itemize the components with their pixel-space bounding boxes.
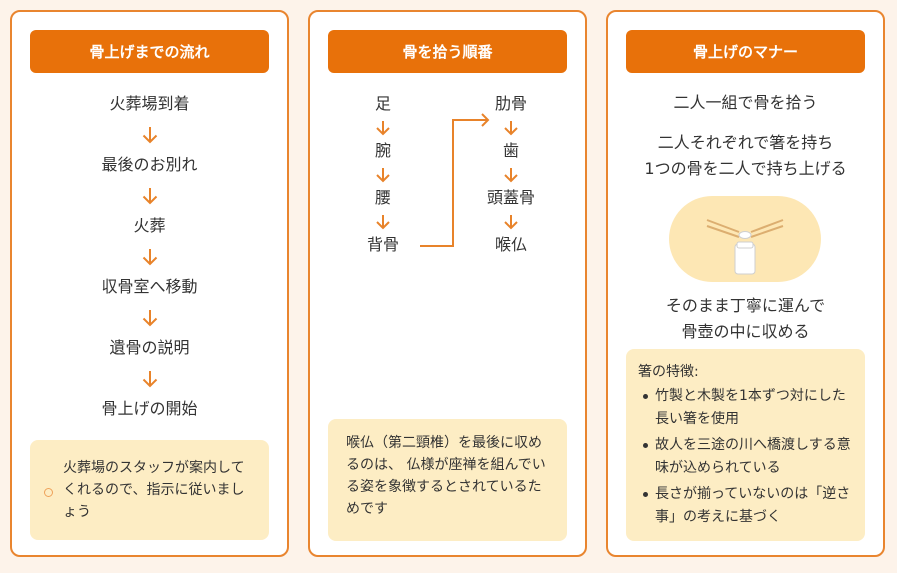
manners-card: 骨上げのマナー 二人一組で骨を拾う 二人それぞれで箸を持ち 1つの骨を二人で持ち… — [606, 10, 885, 557]
manner-text-block: 二人それぞれで箸を持ち 1つの骨を二人で持ち上げる — [608, 130, 883, 182]
arrow-down-icon — [503, 116, 519, 139]
info-circle-icon — [44, 487, 53, 497]
arrow-down-icon — [503, 210, 519, 233]
card-title: 骨を拾う順番 — [328, 30, 567, 73]
note-title: 箸の特徴: — [638, 364, 699, 380]
flow-step: 骨上げの開始 — [101, 399, 198, 418]
bone-order-right-column: 肋骨 歯 頭蓋骨 喉仏 — [476, 92, 546, 257]
list-item: 故人を三途の川へ橋渡しする意味が込められている — [638, 434, 855, 480]
manner-text-block: そのまま丁寧に運んで 骨壺の中に収める — [608, 293, 883, 345]
manner-text: 1つの骨を二人で持ち上げる — [644, 159, 847, 178]
note-text: 喉仏（第二頸椎）を最後に収めるのは、 仏様が座禅を組んでいる姿を象徴するとされて… — [346, 435, 546, 517]
bone-step: 頭蓋骨 — [486, 188, 535, 207]
bone-step: 足 — [374, 94, 391, 113]
flow-card: 骨上げまでの流れ 火葬場到着 最後のお別れ 火葬 収骨室へ移動 遺骨の説明 骨上… — [10, 10, 289, 557]
arrow-down-icon — [503, 163, 519, 186]
card-title: 骨上げまでの流れ — [30, 30, 269, 73]
bone-order-left-column: 足 腕 腰 背骨 — [348, 92, 418, 257]
bone-step: 歯 — [502, 141, 519, 160]
chopsticks-urn-icon — [669, 196, 821, 282]
features-list: 竹製と木製を1本ずつ対にした長い箸を使用 故人を三途の川へ橋渡しする意味が込めら… — [638, 385, 855, 529]
flow-step: 火葬 — [133, 216, 166, 235]
arrow-down-icon — [142, 177, 158, 214]
bone-step: 喉仏 — [494, 235, 527, 254]
arrow-down-icon — [142, 360, 158, 397]
arrow-down-icon — [142, 116, 158, 153]
manner-text: 二人それぞれで箸を持ち — [657, 133, 834, 152]
arrow-down-icon — [375, 116, 391, 139]
flow-step: 遺骨の説明 — [109, 338, 190, 357]
chopsticks-features-note: 箸の特徴: 竹製と木製を1本ずつ対にした長い箸を使用 故人を三途の川へ橋渡しする… — [626, 349, 865, 541]
bone-step: 腰 — [374, 188, 391, 207]
bone-order-card: 骨を拾う順番 足 腕 腰 背骨 肋骨 歯 頭蓋骨 喉仏 喉仏（第二頸椎）を最後に… — [308, 10, 587, 557]
arrow-down-icon — [375, 163, 391, 186]
flow-step: 最後のお別れ — [101, 155, 198, 174]
flow-steps: 火葬場到着 最後のお別れ 火葬 収骨室へ移動 遺骨の説明 骨上げの開始 — [12, 92, 287, 421]
list-item: 竹製と木製を1本ずつ対にした長い箸を使用 — [638, 385, 855, 431]
throat-bone-note: 喉仏（第二頸椎）を最後に収めるのは、 仏様が座禅を組んでいる姿を象徴するとされて… — [328, 419, 567, 541]
staff-guidance-note: 火葬場のスタッフが案内してくれるので、指示に従いましょう — [30, 440, 269, 540]
arrow-down-icon — [142, 238, 158, 275]
bone-step: 肋骨 — [494, 94, 527, 113]
flow-step: 火葬場到着 — [109, 94, 190, 113]
arrow-down-icon — [375, 210, 391, 233]
card-title: 骨上げのマナー — [626, 30, 865, 73]
flow-step: 収骨室へ移動 — [101, 277, 198, 296]
manner-text: 二人一組で骨を拾う — [673, 93, 818, 112]
bone-step: 背骨 — [366, 235, 399, 254]
note-text: 火葬場のスタッフが案内してくれるので、指示に従いましょう — [63, 460, 245, 520]
manner-text: 骨壺の中に収める — [681, 322, 810, 341]
list-item: 長さが揃っていないのは「逆さ事」の考えに基づく — [638, 483, 855, 529]
arrow-down-icon — [142, 299, 158, 336]
bone-step: 腕 — [374, 141, 391, 160]
manner-text: そのまま丁寧に運んで — [665, 296, 826, 315]
